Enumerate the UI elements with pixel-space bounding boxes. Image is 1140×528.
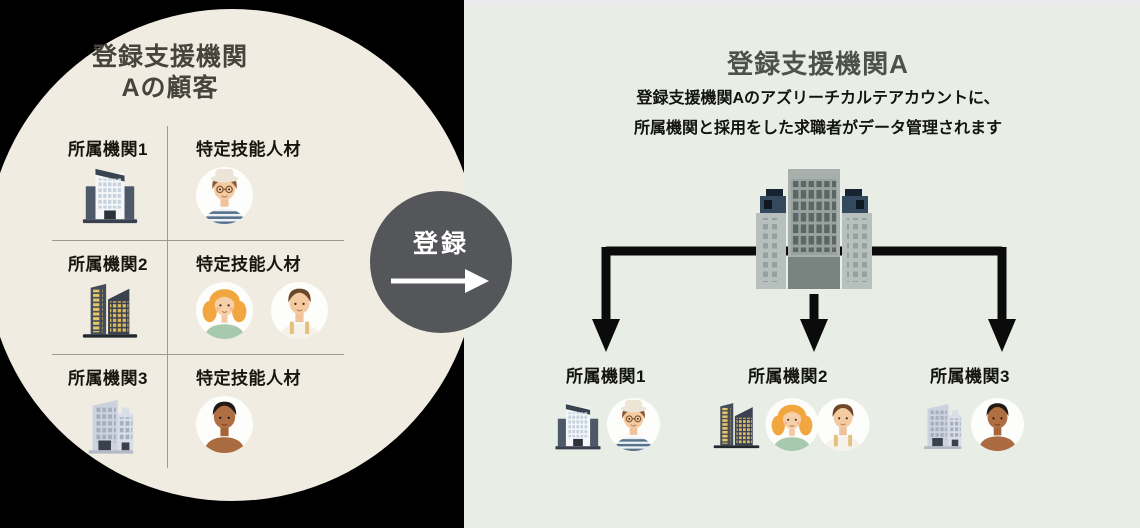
customers-table: 所属機関1 特定技能人材 所属機関2 特定技能人材 [52, 126, 344, 468]
office-towers-night-icon [711, 399, 763, 451]
office-building-light-icon [916, 399, 968, 451]
talent-label: 特定技能人材 [196, 255, 301, 274]
talent-cell: 特定技能人材 [168, 355, 344, 468]
branch-group [711, 398, 870, 451]
talent-label: 特定技能人材 [196, 369, 301, 388]
left-title-line2: Aの顧客 [121, 74, 219, 102]
worker-avatars [196, 396, 344, 453]
worker-avatar-woman [196, 282, 253, 339]
branch-label: 所属機関3 [930, 367, 1010, 386]
right-description: 登録支援機関Aのアズリーチカルテアカウントに、 所属機関と採用をした求職者がデー… [480, 84, 1140, 144]
table-row: 所属機関2 特定技能人材 [52, 240, 344, 354]
worker-avatars [196, 167, 344, 224]
org-cell: 所属機関3 [52, 355, 168, 468]
branch-group [916, 398, 1024, 451]
register-badge: 登録 [370, 191, 512, 333]
right-title: 登録支援機関A [727, 49, 909, 79]
register-label: 登録 [412, 230, 469, 258]
branch-label: 所属機関2 [748, 367, 828, 386]
left-title-line1: 登録支援機関 [91, 43, 248, 71]
branch-group [552, 398, 660, 451]
office-towers-night-icon [79, 280, 141, 340]
worker-avatar-man [271, 282, 328, 339]
worker-avatar-hat-man [607, 398, 660, 451]
office-building-light-icon [79, 394, 141, 456]
worker-avatars [196, 282, 344, 339]
org-cell: 所属機関2 [52, 241, 168, 354]
org-label: 所属機関1 [68, 140, 148, 159]
panel-top-edge [464, 0, 1140, 5]
worker-avatar-woman [766, 398, 819, 451]
left-title: 登録支援機関 Aの顧客 [50, 42, 290, 104]
table-row: 所属機関1 特定技能人材 [52, 126, 344, 240]
talent-cell: 特定技能人材 [168, 241, 344, 354]
description-line2: 所属機関と採用をした求職者がデータ管理されます [633, 120, 1002, 137]
table-row: 所属機関3 特定技能人材 [52, 354, 344, 468]
org-cell: 所属機関1 [52, 126, 168, 240]
branch-label: 所属機関1 [566, 367, 646, 386]
org-label: 所属機関3 [68, 369, 148, 388]
worker-avatar-dark-man [196, 396, 253, 453]
office-building-icon [552, 401, 604, 451]
worker-avatar-hat-man [196, 167, 253, 224]
worker-avatar-dark-man [971, 398, 1024, 451]
org-label: 所属機関2 [68, 255, 148, 274]
talent-cell: 特定技能人材 [168, 126, 344, 240]
headquarters-building-icon [754, 167, 874, 293]
talent-label: 特定技能人材 [196, 140, 301, 159]
office-building-icon [79, 165, 141, 225]
description-line1: 登録支援機関Aのアズリーチカルテアカウントに、 [636, 90, 1000, 107]
right-section-background: 登録支援機関A 登録支援機関Aのアズリーチカルテアカウントに、 所属機関と採用を… [464, 0, 1140, 528]
worker-avatar-man [817, 398, 870, 451]
right-arrow-icon [391, 269, 489, 293]
